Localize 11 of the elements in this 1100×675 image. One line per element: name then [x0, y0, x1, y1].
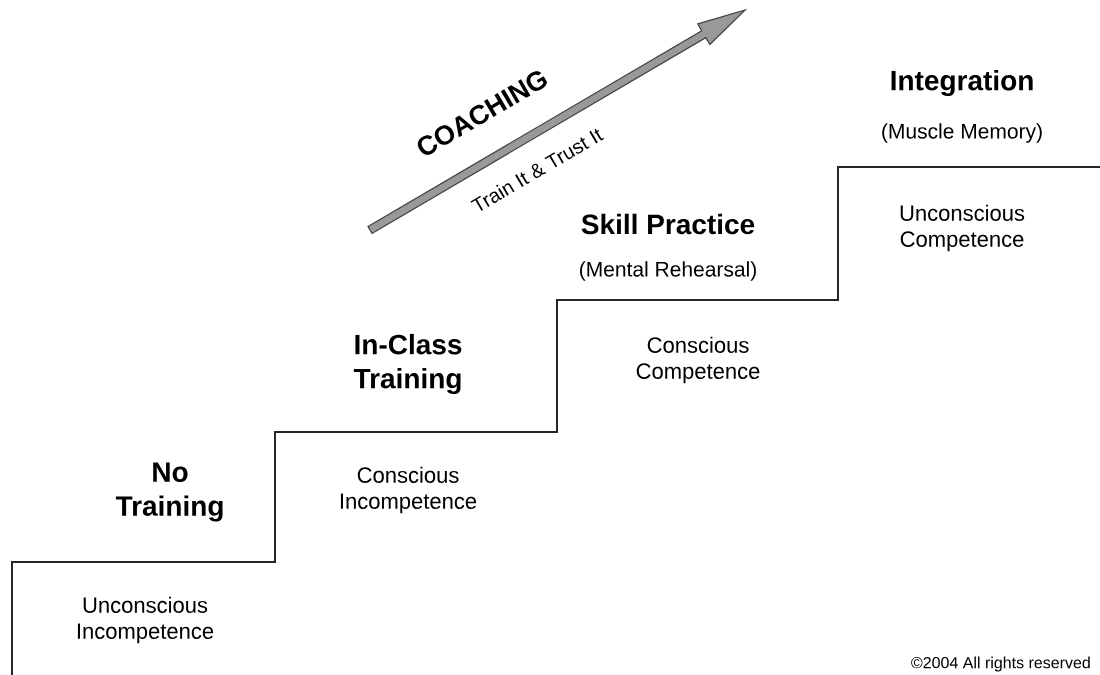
competence-label: Unconscious Incompetence — [77, 596, 214, 644]
step-heading: Skill Practice — [581, 213, 755, 235]
step-heading: In-Class Training — [353, 333, 462, 395]
competence-label: Unconscious Competence — [900, 204, 1025, 252]
copyright-note: ©2004 All rights reserved — [911, 656, 1090, 672]
step-subtitle: (Mental Rehearsal) — [580, 261, 756, 281]
competence-label: Conscious Competence — [636, 336, 760, 384]
step-subtitle: (Muscle Memory) — [882, 123, 1042, 143]
step-heading: No Training — [115, 462, 223, 522]
competence-label: Conscious Incompetence — [340, 466, 477, 514]
step-heading: Integration — [891, 69, 1033, 97]
